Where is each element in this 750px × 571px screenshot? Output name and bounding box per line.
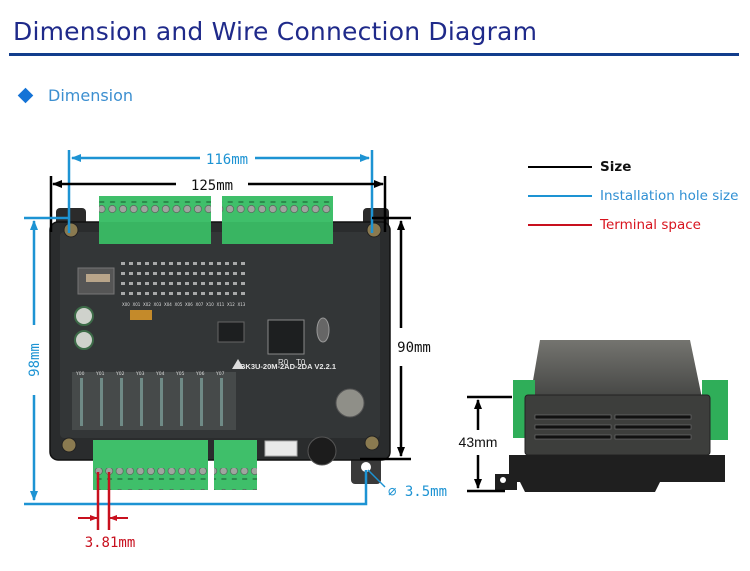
- input-label: X00: [122, 302, 130, 307]
- input-led-array: [118, 258, 248, 302]
- input-label: X05: [175, 302, 183, 307]
- input-label: X12: [227, 302, 235, 307]
- dim-depth: 43mm: [459, 395, 512, 493]
- output-label: Y06: [195, 371, 205, 377]
- input-label: X10: [206, 302, 214, 307]
- output-label: Y00: [75, 371, 85, 377]
- dim-hole-width: 116mm: [67, 150, 374, 233]
- legend-item-terminal: Terminal space: [528, 210, 738, 239]
- input-label: X06: [185, 302, 193, 307]
- comm-label-r0: R0: [278, 358, 289, 367]
- expansion-connector: [264, 440, 298, 457]
- hole-reference-line: [24, 470, 368, 506]
- esd-warning-icon: [232, 359, 244, 369]
- legend: Size Installation hole size Terminal spa…: [528, 152, 738, 239]
- relay: [180, 378, 183, 426]
- relay: [100, 378, 103, 426]
- dim-overall-width: 125mm: [49, 176, 387, 232]
- legend-label-terminal: Terminal space: [600, 216, 701, 233]
- dim-label-98: 98mm: [27, 343, 43, 377]
- legend-swatch-size: [528, 165, 592, 168]
- comm-label-t0: T0: [296, 358, 306, 367]
- output-label: Y05: [175, 371, 185, 377]
- board-model-label: BK3U-20M-2AD-2DA V2.2.1: [240, 362, 336, 371]
- screw-icon: [61, 437, 77, 453]
- plc-side-view: [495, 340, 728, 492]
- title-underline: [9, 53, 739, 56]
- screw-icon: [366, 222, 382, 238]
- legend-label-size: Size: [600, 158, 632, 175]
- legend-item-hole: Installation hole size: [528, 181, 738, 210]
- plc-top-view: BK3U-20M-2AD-2DA V2.2.1 R0 T0 Y00 Y01 Y02 Y…: [49, 196, 391, 490]
- section-heading: Dimension: [17, 86, 134, 105]
- input-label: X03: [154, 302, 162, 307]
- relay: [120, 378, 123, 426]
- dim-label-125: 125mm: [191, 178, 233, 194]
- dim-label-pitch: 3.81mm: [85, 535, 136, 551]
- relay: [200, 378, 203, 426]
- power-switch: [86, 274, 110, 282]
- legend-label-hole: Installation hole size: [600, 187, 739, 204]
- input-label: X01: [133, 302, 141, 307]
- mini-din-port: [307, 436, 337, 466]
- cpu-chip: [267, 319, 305, 355]
- dim-label-90: 90mm: [397, 340, 431, 356]
- output-label: Y07: [215, 371, 225, 377]
- terminal-block-bottom-left: [93, 440, 208, 490]
- screw-icon: [63, 222, 79, 238]
- side-vents: [534, 414, 692, 440]
- dim-terminal-pitch: 3.81mm: [78, 472, 135, 551]
- side-lid: [530, 340, 702, 398]
- dim-hole-height: 90mm: [360, 216, 431, 461]
- relay: [80, 378, 83, 426]
- side-mount-foot: [495, 474, 517, 490]
- capacitor: [74, 330, 94, 350]
- legend-swatch-hole: [528, 194, 592, 197]
- dim-overall-height: 98mm: [24, 216, 69, 501]
- output-label: Y02: [115, 371, 125, 377]
- dim-hole-diameter: ⌀ 3.5mm: [367, 469, 447, 500]
- input-label: X02: [143, 302, 151, 307]
- legend-item-size: Size: [528, 152, 738, 181]
- dim-label-hole-diameter: ⌀ 3.5mm: [388, 484, 447, 500]
- inductor: [130, 310, 152, 320]
- crystal: [316, 317, 330, 343]
- terminal-block-bottom-right: [214, 440, 257, 490]
- dim-label-43: 43mm: [459, 434, 498, 450]
- capacitor: [74, 306, 94, 326]
- input-label: X13: [238, 302, 246, 307]
- terminal-block-top-left: [99, 196, 211, 244]
- relay-area: [72, 372, 236, 430]
- relay: [160, 378, 163, 426]
- relay: [220, 378, 223, 426]
- screw-icon: [364, 435, 380, 451]
- input-label: X04: [164, 302, 172, 307]
- section-label: Dimension: [48, 86, 134, 105]
- side-din-base: [509, 455, 725, 492]
- dim-label-116: 116mm: [206, 152, 248, 168]
- battery: [335, 388, 365, 418]
- input-label: X11: [217, 302, 225, 307]
- terminal-block-top-right: [222, 196, 333, 244]
- input-label: X07: [196, 302, 204, 307]
- output-label: Y01: [95, 371, 105, 377]
- output-label: Y03: [135, 371, 145, 377]
- chip: [217, 321, 245, 343]
- output-label: Y04: [155, 371, 165, 377]
- page-title: Dimension and Wire Connection Diagram: [13, 17, 538, 46]
- relay: [140, 378, 143, 426]
- legend-swatch-terminal: [528, 223, 592, 226]
